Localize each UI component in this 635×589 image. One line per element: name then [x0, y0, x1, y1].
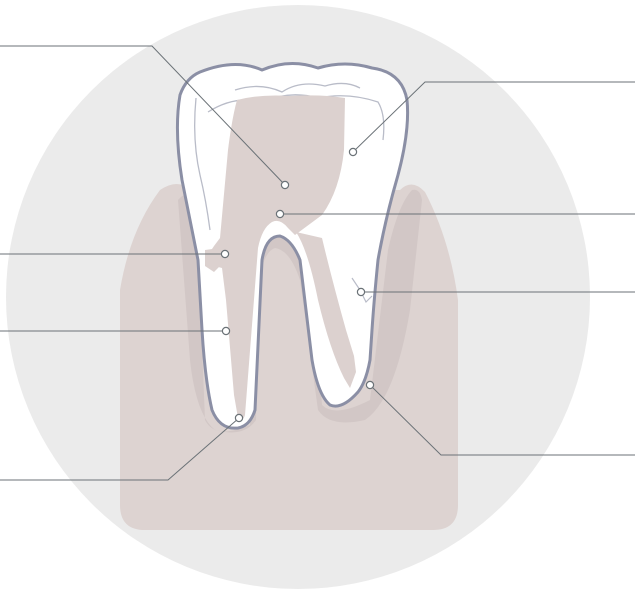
marker-enamel	[349, 148, 356, 155]
marker-apical-foramen	[235, 414, 242, 421]
marker-pulp-chamber	[281, 181, 288, 188]
marker-root-canal	[222, 327, 229, 334]
marker-furcation	[276, 210, 283, 217]
marker-root-crack	[357, 288, 364, 295]
marker-root-fracture	[366, 381, 373, 388]
marker-lateral-canal	[221, 250, 228, 257]
